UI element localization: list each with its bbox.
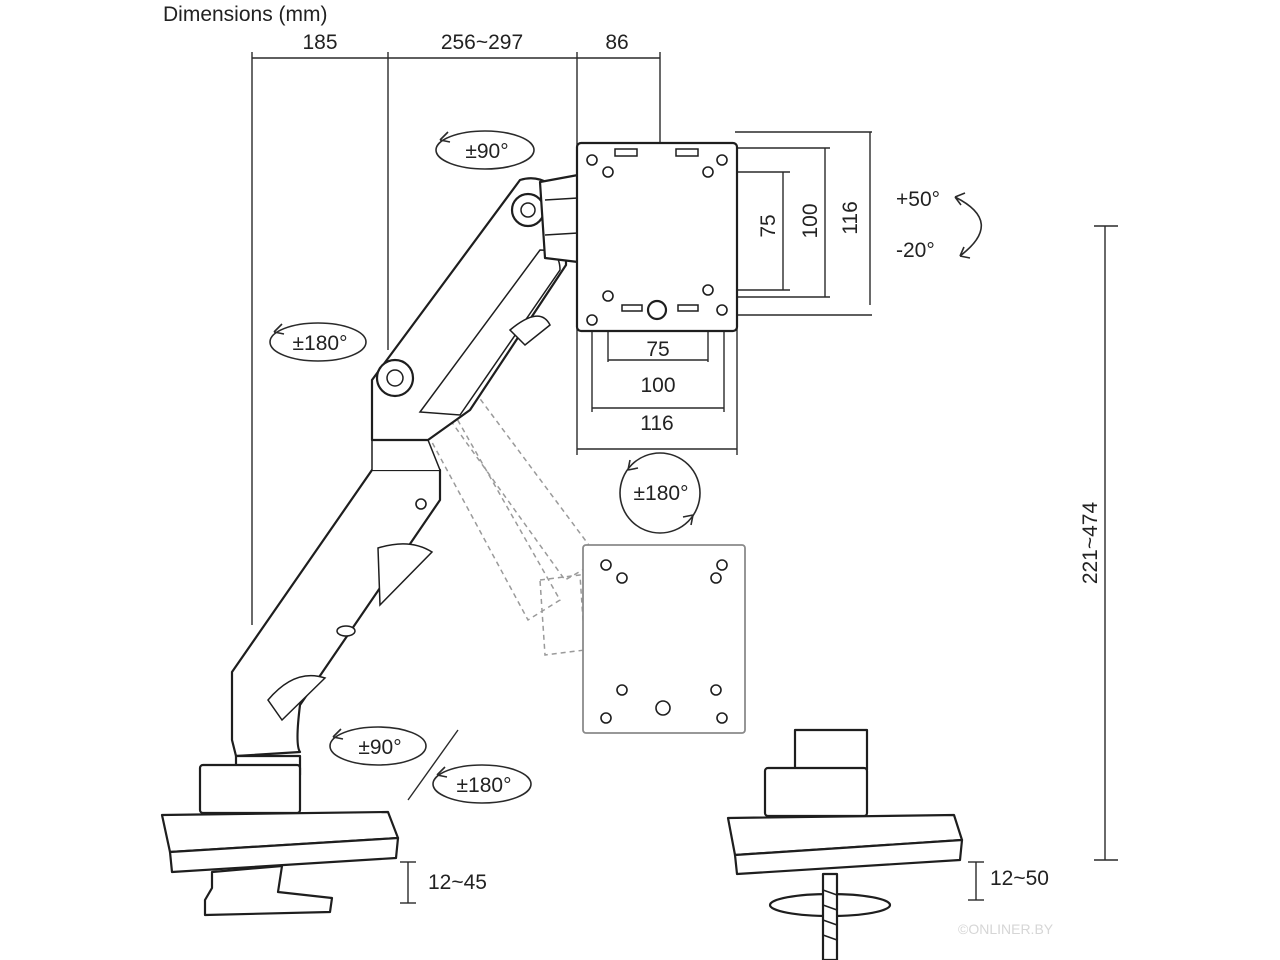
tilt-head bbox=[538, 173, 580, 264]
pitch-up-label: +50° bbox=[896, 188, 940, 211]
rotation-label-base-90: ±90° bbox=[358, 736, 401, 759]
rotation-label-base-180: ±180° bbox=[457, 774, 512, 797]
clamp-range-label: 12~45 bbox=[428, 871, 487, 894]
diagram-title: Dimensions (mm) bbox=[163, 3, 328, 26]
vesa-horizontal-116: 116 bbox=[640, 412, 673, 435]
rotation-label-tilt-top: ±90° bbox=[465, 140, 508, 163]
upper-arm bbox=[370, 177, 568, 442]
top-dimension-lines bbox=[251, 52, 661, 625]
vesa-horizontal-100: 100 bbox=[640, 374, 675, 397]
ghost-vesa-plate bbox=[582, 544, 746, 734]
rotation-badge-tilt-top bbox=[435, 130, 535, 170]
vesa-vertical-75: 75 bbox=[757, 214, 780, 237]
rotation-label-arm-swivel: ±180° bbox=[293, 332, 348, 355]
rotation-badge-arm-swivel bbox=[269, 322, 367, 362]
height-range-label: 221~474 bbox=[1079, 502, 1102, 585]
watermark: ©ONLINER.BY bbox=[958, 921, 1054, 937]
vesa-plate bbox=[575, 141, 739, 333]
rotation-badge-screen bbox=[619, 452, 701, 534]
dimension-185: 185 bbox=[302, 31, 337, 54]
vesa-vertical-116: 116 bbox=[839, 201, 862, 234]
dimension-86: 86 bbox=[605, 31, 628, 54]
vesa-vertical-100: 100 bbox=[799, 203, 822, 238]
rotation-label-screen: ±180° bbox=[634, 482, 689, 505]
height-dimension bbox=[1094, 225, 1118, 861]
lower-arm bbox=[230, 439, 442, 758]
dimension-256-297: 256~297 bbox=[441, 31, 523, 54]
clamp-base bbox=[160, 754, 400, 917]
clamp-range-dimension bbox=[400, 861, 416, 904]
rotation-badge-base-90 bbox=[329, 726, 427, 766]
pitch-down-label: -20° bbox=[896, 239, 935, 262]
vesa-horizontal-75: 75 bbox=[646, 338, 669, 361]
rotation-divider bbox=[407, 729, 459, 801]
grommet-range-label: 12~50 bbox=[990, 867, 1049, 890]
grommet-base bbox=[726, 728, 964, 960]
pitch-arc-icon bbox=[954, 192, 983, 259]
rotation-badge-base-180 bbox=[432, 764, 532, 804]
grommet-range-dimension bbox=[968, 861, 984, 901]
